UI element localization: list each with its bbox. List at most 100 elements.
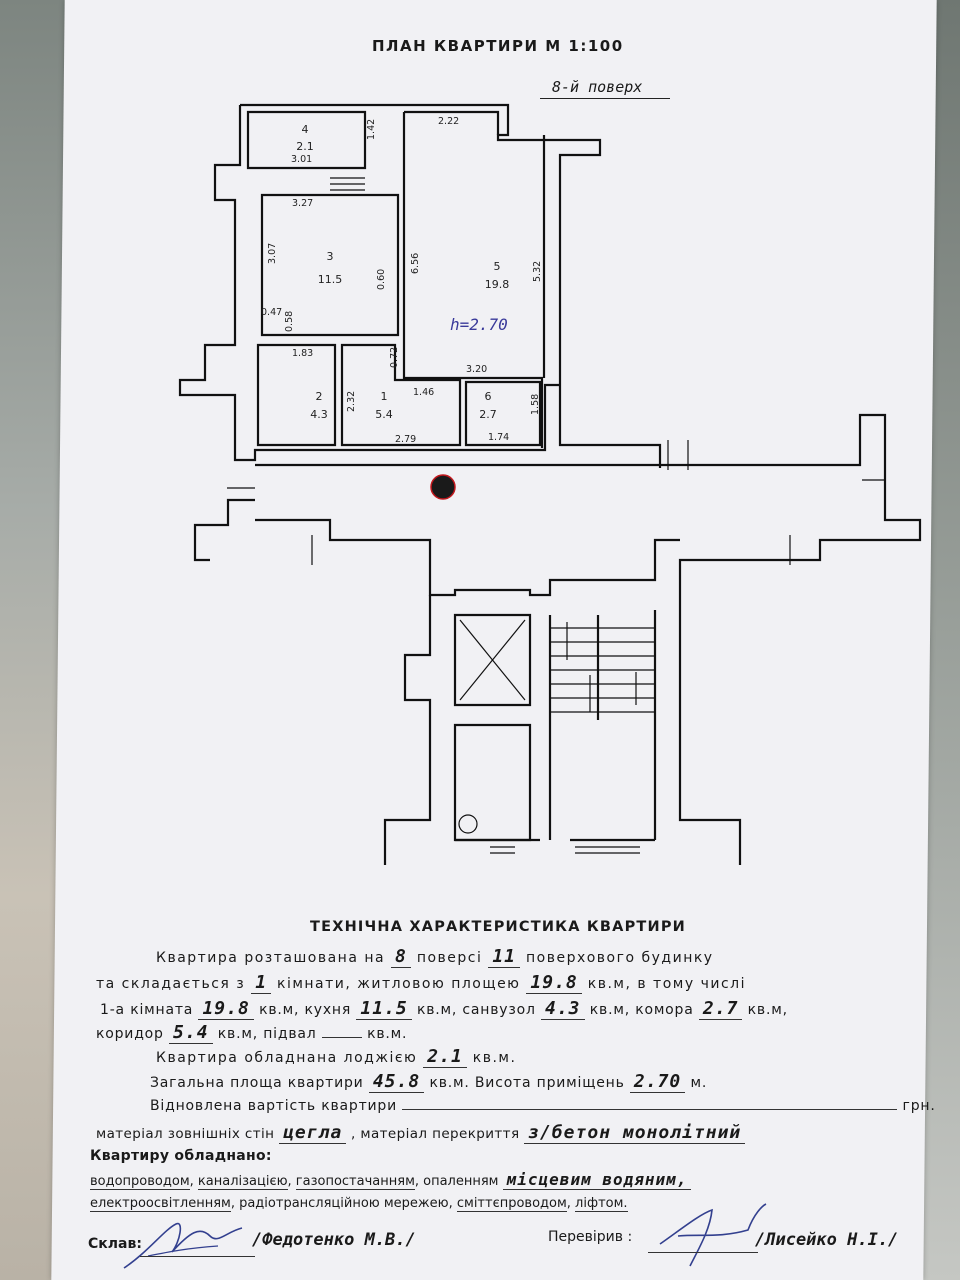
garbage-chute: сміттєпроводом [456,1196,567,1212]
text: кв.м, підвал [217,1026,317,1042]
dim-3-27: 3.27 [292,198,313,209]
text: кв.м, [747,1002,788,1018]
floor-note: 8-й поверх [552,78,643,96]
room-5-number: 5 [494,260,501,273]
checked-name: /Лисейко Н.І./ [755,1230,899,1250]
dim-0-72: 0.72 [389,347,400,368]
tech-title: ТЕХНІЧНА ХАРАКТЕРИСТИКА КВАРТИРИ [310,919,687,935]
text: кімнати, житловою площею [276,976,521,992]
elevator: ліфтом. [575,1196,628,1212]
room-4-area: 2.1 [296,140,314,153]
text: кв.м. Висота приміщень [429,1075,625,1091]
ceiling-height-note: h=2.70 [450,315,508,334]
room-3-area: 11.5 [318,273,343,286]
text: кв.м, комора [589,1002,694,1018]
text: Квартира розташована на [156,950,386,966]
room-6-number: 6 [485,390,492,403]
drafted-line [140,1256,255,1257]
room-1-area: 5.4 [375,408,393,421]
room-1-number: 1 [381,390,388,403]
dim-2-22: 2.22 [438,116,459,127]
dim-3-20: 3.20 [466,364,487,375]
text: , матеріал перекриття [350,1126,520,1142]
floor-note-underline [540,98,670,99]
checked-signature [659,1203,767,1267]
tech-line-6: Загальна площа квартири 45.8 кв.м. Висот… [96,1071,936,1093]
drafted-label: Склав: [88,1236,142,1252]
dim-1-42: 1.42 [366,119,377,140]
tech-line-10: електроосвітленням, радіотрансляційною м… [90,1196,628,1212]
text: та складається з [96,976,246,992]
dim-3-07: 3.07 [267,243,278,264]
plan-title: ПЛАН КВАРТИРИ М 1:100 [372,37,624,55]
rooms-count-value: 1 [251,972,272,994]
kitchen-area-value: 11.5 [356,998,412,1020]
text: кв.м, в тому числі [587,976,746,992]
text: коридор [96,1026,164,1042]
total-floors-value: 11 [488,946,521,968]
text: Загальна площа квартири [150,1075,364,1091]
electric-lighting: електроосвітленням [90,1196,231,1212]
tech-line-9: водопроводом, каналізацією, газопостачан… [90,1170,930,1190]
dim-3-01: 3.01 [291,154,312,165]
dimension-labels: 2.22 1.42 3.01 3.27 3.07 0.60 6.56 5.32 … [261,116,543,445]
checked-line [648,1252,758,1253]
sewerage: каналізацією [197,1174,288,1190]
dim-1-83: 1.83 [292,348,313,359]
room-2-number: 2 [316,390,323,403]
tech-line-3: 1-а кімната 19.8 кв.м, кухня 11.5 кв.м, … [96,998,936,1020]
living-area-value: 19.8 [526,972,582,994]
text: кв.м, кухня [259,1002,352,1018]
floor-value: 8 [391,946,411,968]
room-5-area: 19.8 [485,278,510,291]
tech-line-5: Квартира обладнана лоджією 2.1 кв.м. [96,1046,936,1068]
dim-1-46: 1.46 [413,387,434,398]
corridor-area-value: 5.4 [169,1022,213,1044]
tech-line-7: Відновлена вартість квартири грн. [96,1098,936,1114]
checked-label: Перевірив : [548,1229,633,1245]
floor-material-value: з/бетон монолітний [524,1122,746,1144]
text: , опаленням [414,1174,499,1189]
dim-1-74: 1.74 [488,432,509,443]
heating-value: місцевим водяним, [502,1170,692,1190]
cost-blank [402,1109,898,1110]
text: кв.м. [472,1050,517,1066]
dim-0-60: 0.60 [376,269,387,290]
text: 1-а кімната [100,1002,194,1018]
tech-line-4: коридор 5.4 кв.м, підвал кв.м. [96,1022,936,1044]
text: Відновлена вартість квартири [150,1098,398,1114]
text: , радіотрансляційною мережею, [230,1196,453,1211]
text: грн. [902,1098,936,1114]
bathroom-area-value: 4.3 [541,998,585,1020]
text: поверхового будинку [525,950,714,966]
drafted-signature [123,1222,243,1269]
tech-line-8: матеріал зовнішніх стін цегла , матеріал… [96,1122,936,1144]
gas-supply: газопостачанням [295,1174,415,1190]
dim-1-58: 1.58 [530,394,541,415]
text: поверсі [416,950,483,966]
dim-2-79: 2.79 [395,434,416,445]
drafted-name: /Федотенко М.В./ [252,1230,416,1250]
loggia-area-value: 2.1 [423,1046,467,1068]
room-2-area: 4.3 [310,408,328,421]
basement-blank [321,1037,362,1038]
dim-5-32: 5.32 [532,261,543,282]
storage-area-value: 2.7 [698,998,743,1020]
tech-line-2: та складається з 1 кімнати, житловою пло… [96,972,936,994]
room1-area-value: 19.8 [198,998,254,1020]
wall-material-value: цегла [279,1122,347,1144]
text: матеріал зовнішніх стін [96,1126,275,1142]
text: кв.м, санвузол [416,1002,536,1018]
dim-0-47: 0.47 [261,307,282,318]
text: м. [690,1075,708,1091]
plan-walls [178,103,922,865]
dim-0-58: 0.58 [284,311,295,332]
dim-6-56: 6.56 [410,253,421,274]
total-area-value: 45.8 [368,1071,425,1093]
text: кв.м. [367,1026,408,1042]
water-supply: водопроводом [90,1174,190,1190]
room-3-number: 3 [327,250,334,263]
tech-line-1: Квартира розташована на 8 поверсі 11 пов… [96,946,936,968]
floor-plan: 4 2.1 3 11.5 5 19.8 2 4.3 1 5.4 6 2.7 2.… [178,103,922,865]
room-4-number: 4 [302,123,309,136]
